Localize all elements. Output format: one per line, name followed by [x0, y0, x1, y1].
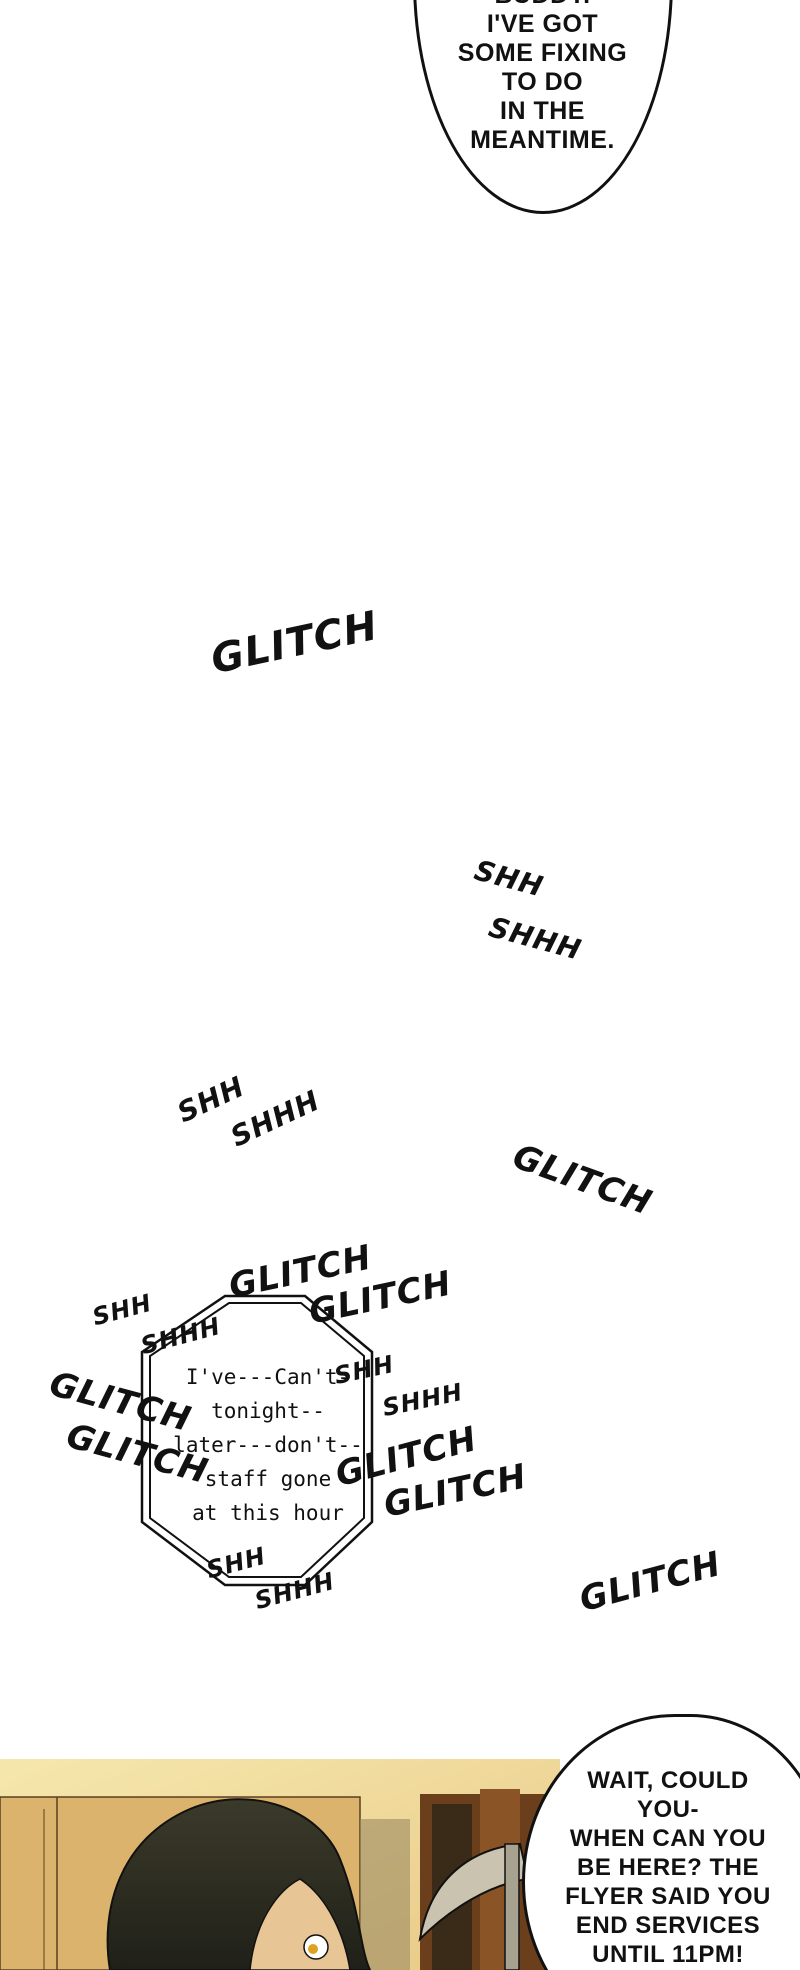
- speech-line: BE HERE? THE: [576, 1854, 759, 1881]
- speech-line: staff gone: [204, 1467, 332, 1491]
- speech-line: I'VE GOT: [486, 10, 599, 38]
- speech-line: YOU-: [637, 1796, 699, 1823]
- speech-line: tonight--: [211, 1399, 325, 1423]
- speech-line: WAIT, COULD: [587, 1767, 749, 1794]
- speech-line: at this hour: [192, 1501, 344, 1525]
- speech-line: later---don't--: [173, 1433, 363, 1457]
- speech-line: IN THE: [500, 97, 585, 125]
- speech-line: MEANTIME.: [470, 126, 615, 154]
- speech-line: TO DO: [501, 68, 584, 96]
- speech-line: UNTIL 11PM!: [592, 1941, 744, 1968]
- speech-line: SOME FIXING: [457, 39, 628, 67]
- speech-line: WHEN CAN YOU: [569, 1825, 767, 1852]
- speech-line: BUDDY.: [430, 0, 655, 10]
- speech-text-bottom: WAIT, COULD YOU- WHEN CAN YOU BE HERE? T…: [548, 1766, 788, 1969]
- speech-text-top: BUDDY. I'VE GOT SOME FIXING TO DO IN THE…: [430, 0, 655, 155]
- speech-line: FLYER SAID YOU: [565, 1883, 771, 1910]
- speech-line: END SERVICES: [575, 1912, 761, 1939]
- comic-panel-illustration: [0, 1759, 560, 1970]
- speech-line: I've---Can't-: [185, 1365, 351, 1389]
- glitch-bubble-text: I've---Can't- tonight-- later---don't-- …: [168, 1360, 368, 1530]
